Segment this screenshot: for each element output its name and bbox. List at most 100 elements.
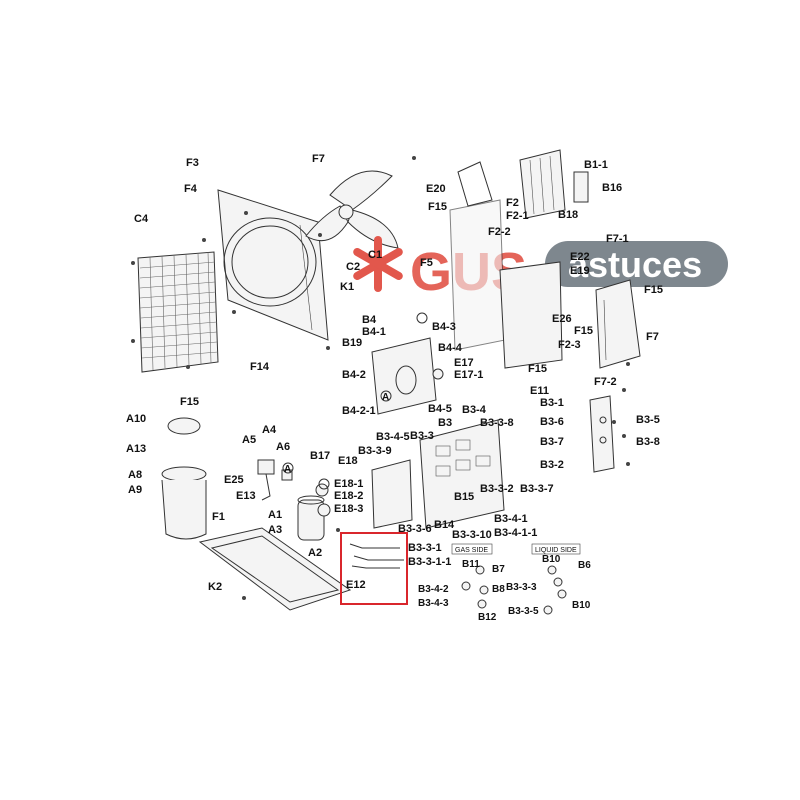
label-a1: A1 — [268, 509, 282, 521]
label-e18-2: E18-2 — [334, 490, 363, 502]
label-c2: C2 — [346, 261, 360, 273]
label-a5: A5 — [242, 434, 256, 446]
gas-side-header: GAS SIDE — [455, 547, 488, 554]
label-f4: F4 — [184, 183, 198, 195]
label-b11: B11 — [462, 559, 480, 570]
label-b12: B12 — [478, 612, 497, 623]
label-b3-3-7: B3-3-7 — [520, 483, 554, 495]
front-panel-f4 — [217, 189, 329, 341]
label-a10: A10 — [126, 413, 146, 425]
grille-c4 — [137, 251, 219, 373]
side-headers: GAS SIDE LIQUID SIDE — [451, 543, 581, 555]
label-b17: B17 — [310, 450, 330, 462]
label-f5: F5 — [420, 257, 433, 269]
label-b3-4-2: B3-4-2 — [418, 584, 449, 595]
label-b6: B6 — [578, 560, 591, 571]
valve-assembly-a5 — [257, 459, 293, 501]
label-b1-1: B1-1 — [584, 159, 608, 171]
label-f1: F1 — [212, 511, 225, 523]
label-e26: E26 — [552, 313, 572, 325]
label-a13: A13 — [126, 443, 146, 455]
screws — [131, 156, 630, 600]
label-a8: A8 — [128, 469, 142, 481]
label-b16: B16 — [602, 182, 622, 194]
label-b3-4: B3-4 — [462, 404, 487, 416]
label-e17: E17 — [454, 357, 474, 369]
label-b18: B18 — [558, 209, 578, 221]
top-panel-b1 — [519, 149, 589, 219]
label-b3-2: B3-2 — [540, 459, 564, 471]
bracket-b3-1 — [589, 395, 615, 473]
label-c1: C1 — [368, 249, 382, 261]
side-panel-f2 — [449, 161, 563, 369]
label-f7-2: F7-2 — [594, 376, 617, 388]
liquid-side-header: LIQUID SIDE — [535, 547, 577, 554]
label-b3-6: B3-6 — [540, 416, 564, 428]
label-f2: F2 — [506, 197, 519, 209]
label-b3: B3 — [438, 417, 452, 429]
label-b3-3-1-1: B3-3-1-1 — [408, 556, 451, 568]
liquid-side-valves — [543, 565, 567, 615]
label-e18-3: E18-3 — [334, 503, 363, 515]
label-f15-b: F15 — [428, 201, 447, 213]
label-k2: K2 — [208, 581, 222, 593]
label-b3-3-5: B3-3-5 — [508, 606, 539, 617]
label-f7-b: F7 — [646, 331, 659, 343]
side-cover-f7 — [595, 279, 641, 369]
label-b3-3-3: B3-3-3 — [506, 582, 537, 593]
label-a4: A4 — [262, 424, 277, 436]
label-b3-3-2: B3-3-2 — [480, 483, 514, 495]
pcb-b3 — [371, 419, 505, 529]
label-b3-3-10: B3-3-10 — [452, 529, 492, 541]
label-b3-4-1: B3-4-1 — [494, 513, 528, 525]
label-f2-2: F2-2 — [488, 226, 511, 238]
label-f7: F7 — [312, 153, 325, 165]
highlight-box-e12 — [340, 532, 408, 605]
label-f15-a: F15 — [180, 396, 199, 408]
label-e19: E19 — [570, 265, 590, 277]
label-b4-3: B4-3 — [432, 321, 456, 333]
logo-asterisk-icon — [353, 236, 403, 292]
marker-a-1: A — [382, 392, 389, 403]
label-b3-8: B3-8 — [636, 436, 660, 448]
accumulator-a9 — [161, 417, 207, 540]
label-a2: A2 — [308, 547, 322, 559]
label-e22: E22 — [570, 251, 590, 263]
label-b10-b: B10 — [572, 600, 591, 611]
label-f15-c: F15 — [644, 284, 663, 296]
label-e13: E13 — [236, 490, 256, 502]
gas-side-valves — [461, 565, 489, 609]
label-b3-3: B3-3 — [410, 430, 434, 442]
label-b15: B15 — [454, 491, 474, 503]
label-f14: F14 — [250, 361, 270, 373]
label-b4-2-1: B4-2-1 — [342, 405, 376, 417]
part-labels: F3 F7 F4 C4 C2 C1 K1 F14 F15 F5 E20 F15 … — [126, 153, 663, 623]
label-b3-5: B3-5 — [636, 414, 660, 426]
label-b3-1: B3-1 — [540, 397, 564, 409]
label-b14: B14 — [434, 519, 455, 531]
label-b4-1: B4-1 — [362, 326, 386, 338]
label-a9: A9 — [128, 484, 142, 496]
label-e17-1: E17-1 — [454, 369, 483, 381]
label-b3-4-3: B3-4-3 — [418, 598, 449, 609]
label-f7-1: F7-1 — [606, 233, 629, 245]
reference-markers: A A — [282, 312, 428, 490]
label-f15-e: F15 — [528, 363, 547, 375]
label-b10-a: B10 — [542, 554, 561, 565]
label-e25: E25 — [224, 474, 244, 486]
label-b4: B4 — [362, 314, 377, 326]
label-b4-4: B4-4 — [438, 342, 463, 354]
fan-c1 — [305, 170, 399, 249]
label-b3-3-1: B3-3-1 — [408, 542, 442, 554]
label-f2-1: F2-1 — [506, 210, 529, 222]
label-b3-4-1-1: B3-4-1-1 — [494, 527, 537, 539]
control-box-b4 — [371, 337, 444, 415]
label-b3-7: B3-7 — [540, 436, 564, 448]
label-f2-3: F2-3 — [558, 339, 581, 351]
label-b8: B8 — [492, 584, 505, 595]
label-b19: B19 — [342, 337, 362, 349]
marker-a-2: A — [284, 464, 291, 475]
pipe-part-e12 — [349, 543, 404, 569]
label-a6: A6 — [276, 441, 290, 453]
